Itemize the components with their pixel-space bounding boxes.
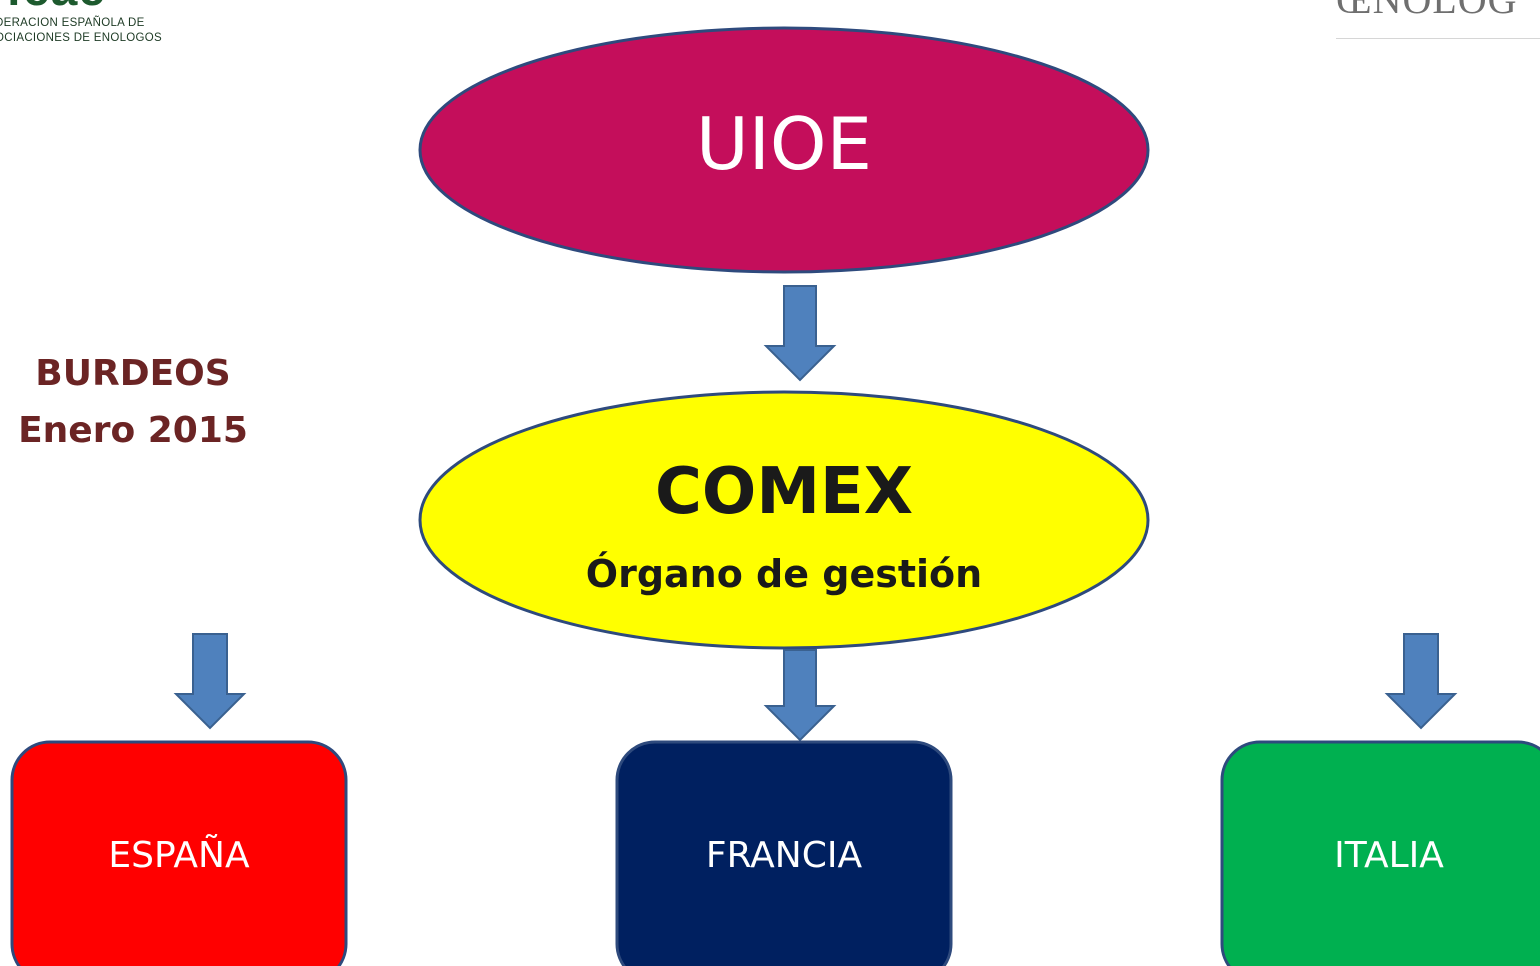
arrow-uioe-to-comex xyxy=(763,285,837,382)
comex-title: COMEX xyxy=(654,455,914,529)
espana-label: ESPAÑA xyxy=(108,835,250,876)
francia-label: FRANCIA xyxy=(705,835,863,876)
arrow-to-francia xyxy=(763,649,837,742)
uioe-node xyxy=(418,26,1150,274)
arrow-to-italia xyxy=(1384,633,1458,730)
feae-logo-line-1: DERACION ESPAÑOLA DE xyxy=(0,17,145,29)
italia-box xyxy=(1220,740,1540,966)
italia-label: ITALIA xyxy=(1334,835,1444,876)
event-date: Enero 2015 xyxy=(18,410,248,451)
event-location: BURDEOS xyxy=(35,353,231,394)
comex-subtitle: Órgano de gestión xyxy=(585,552,983,596)
feae-wordmark: feae xyxy=(6,0,106,14)
francia-box xyxy=(615,740,953,966)
comex-node xyxy=(418,390,1150,650)
espana-box xyxy=(10,740,348,966)
oenologues-logo: ŒNOLOG xyxy=(1336,0,1540,39)
feae-logo-line-2: OCIACIONES DE ENOLOGOS xyxy=(0,32,162,44)
uioe-label: UIOE xyxy=(695,102,873,186)
feae-logo: feae DERACION ESPAÑOLA DE OCIACIONES DE … xyxy=(0,0,218,50)
arrow-to-espana xyxy=(173,633,247,730)
